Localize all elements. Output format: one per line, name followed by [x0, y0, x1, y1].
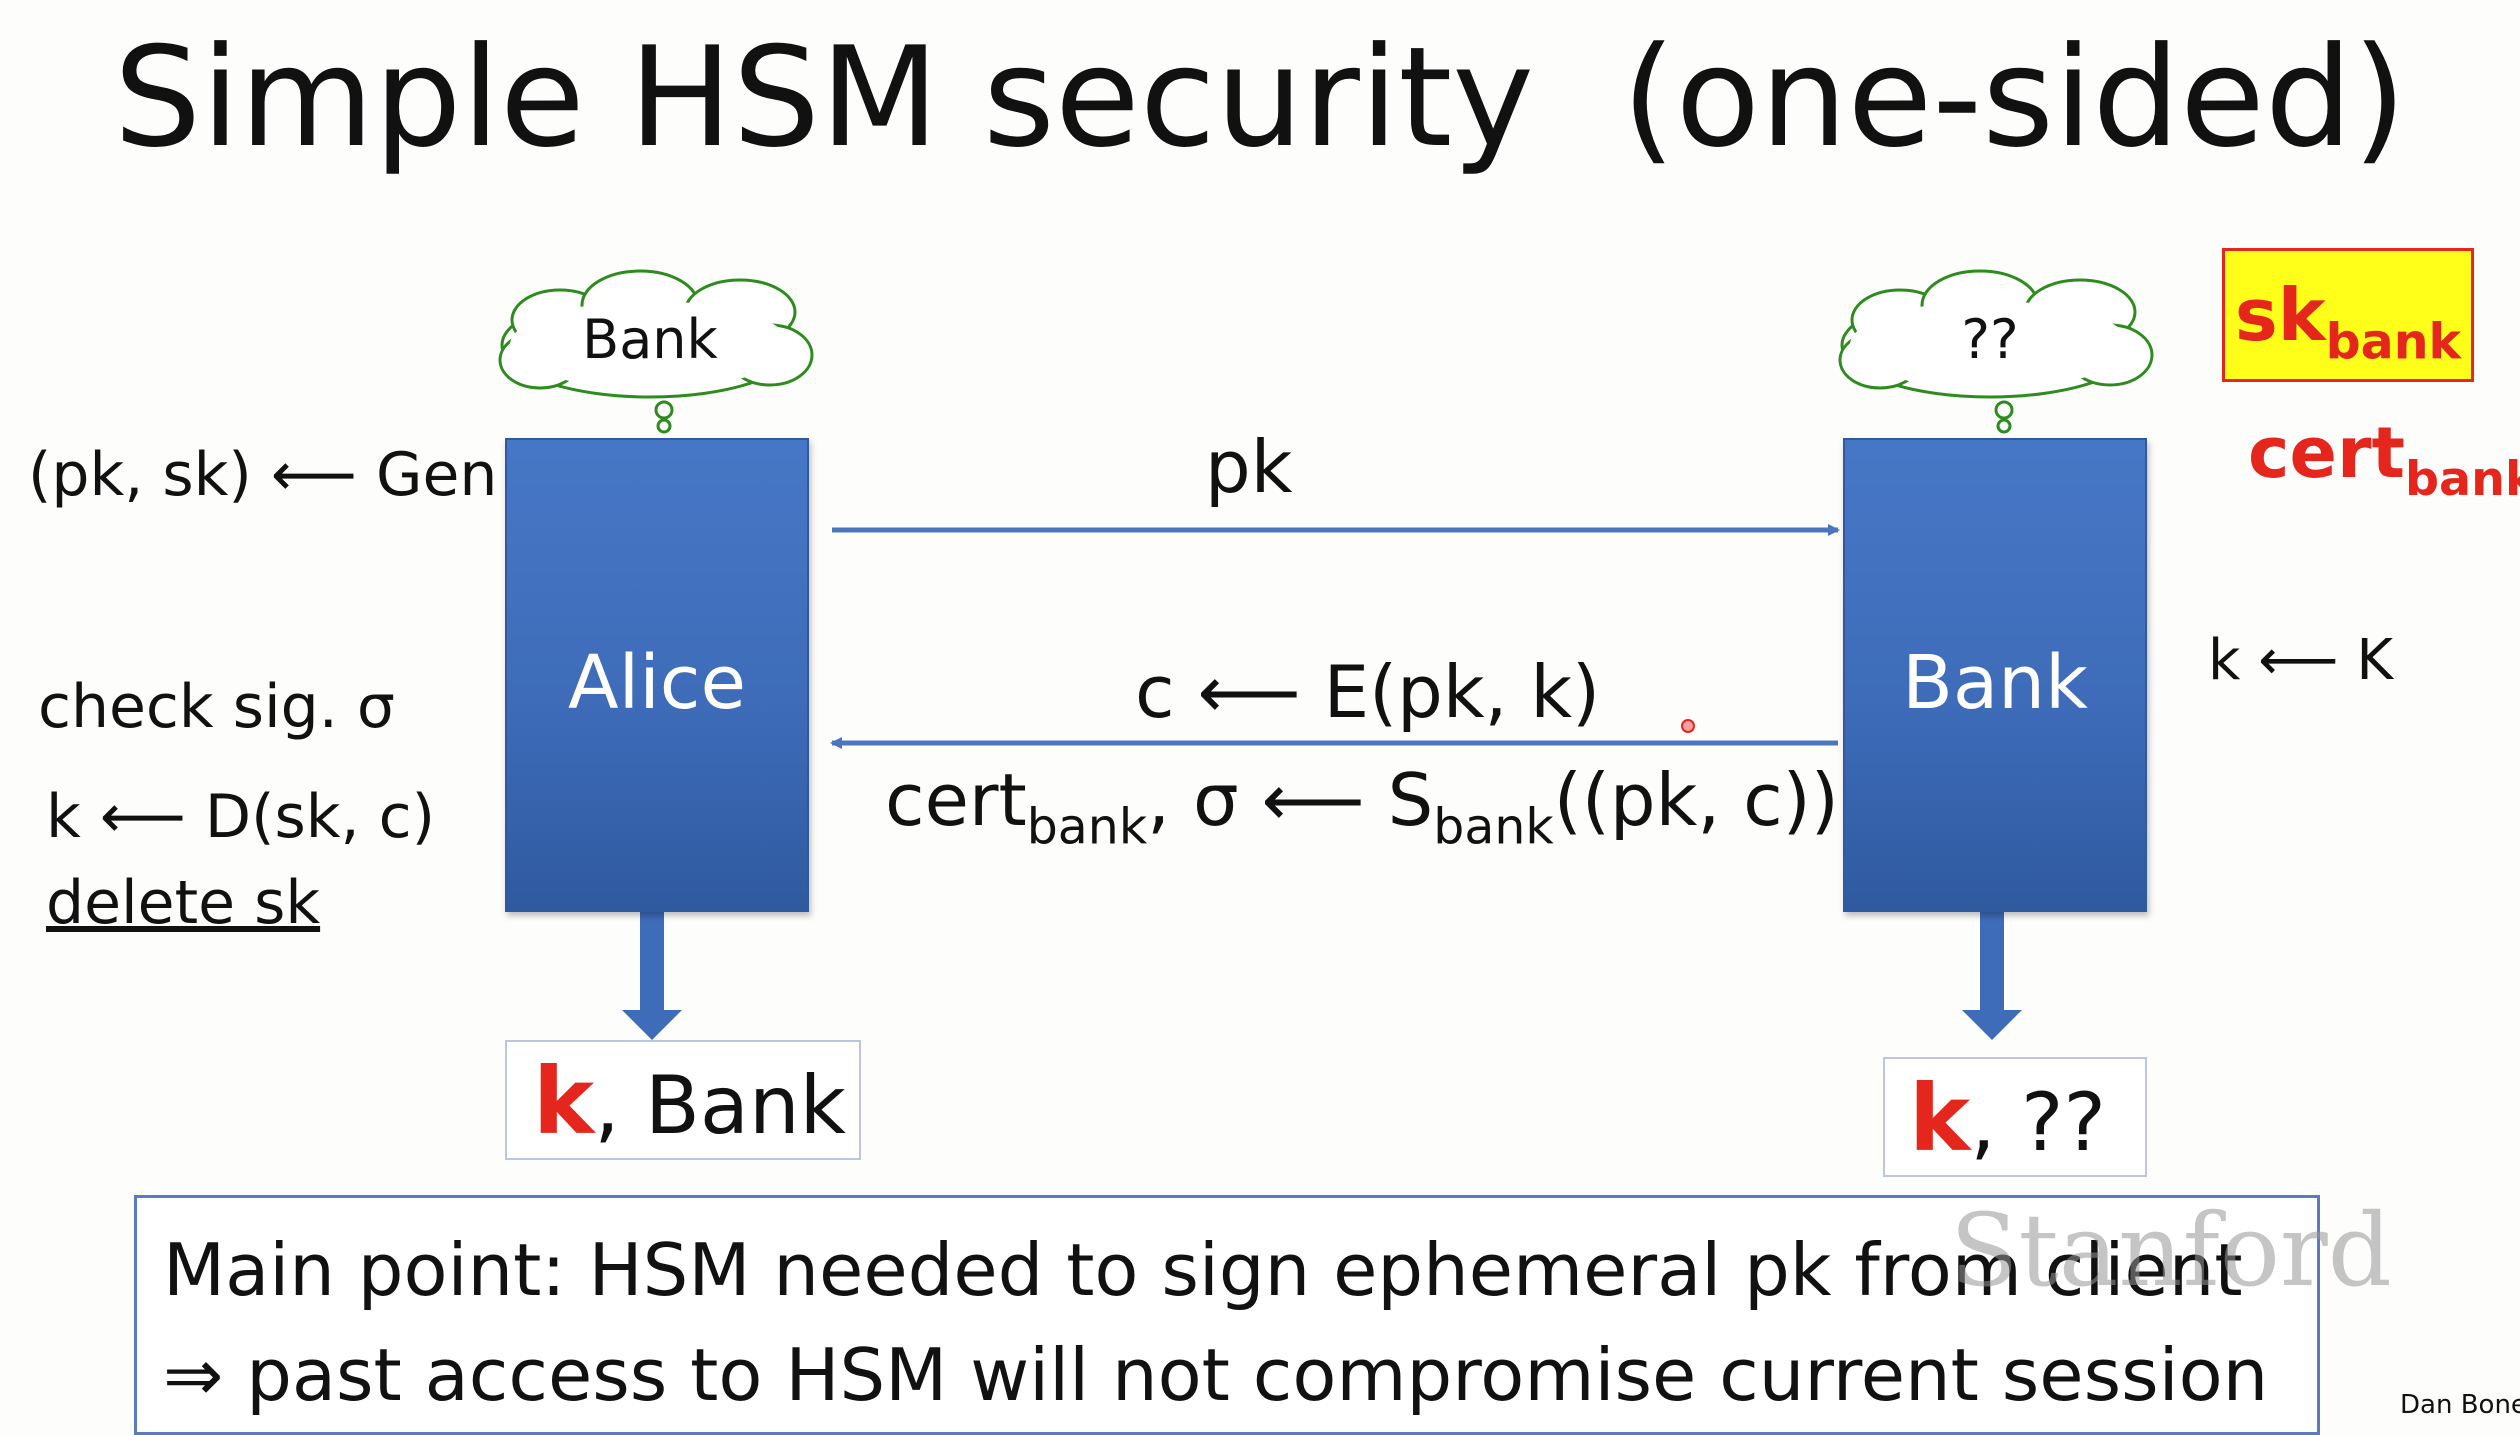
alice-label: Alice: [568, 640, 746, 726]
author-credit: Dan Bone: [2400, 1390, 2520, 1420]
bank-box: Bank: [1843, 438, 2147, 912]
alice-output-box: k, Bank: [505, 1040, 861, 1160]
slide-title: Simple HSM security (one-sided): [113, 17, 2407, 178]
main-point-line-1: Main point: HSM needed to sign ephemeral…: [163, 1228, 2243, 1312]
alice-gen-step: (pk, sk) ⟵ Gen: [28, 440, 498, 510]
main-point-note: Main point: HSM needed to sign ephemeral…: [134, 1195, 2320, 1435]
alice-thought-cloud: [498, 269, 814, 434]
alice-decrypt-step: k ⟵ D(sk, c): [46, 782, 436, 852]
cert-bank-label: certbank: [2248, 412, 2520, 508]
alice-delete-sk-step: delete sk: [46, 868, 321, 938]
pointer-dot: [1681, 719, 1695, 733]
bank-thought-cloud: [1838, 269, 2154, 434]
alice-cloud-label: Bank: [582, 308, 718, 371]
bank-output-arrow: [1962, 910, 2022, 1040]
pk-message: pk: [1205, 425, 1293, 509]
alice-output-arrow: [622, 910, 682, 1040]
bank-label: Bank: [1902, 640, 2088, 726]
main-point-line-2: ⇒ past access to HSM will not compromise…: [163, 1333, 2269, 1417]
bank-choose-k-step: k ⟵ K: [2208, 628, 2394, 693]
stanford-watermark: Stanford: [1950, 1192, 2392, 1309]
alice-check-sig-step: check sig. σ: [38, 672, 395, 742]
alice-box: Alice: [505, 438, 809, 912]
bank-output-box: k, ??: [1883, 1057, 2147, 1177]
bank-cloud-label: ??: [1961, 308, 2019, 371]
ciphertext-message: c ⟵ E(pk, k): [1135, 650, 1601, 734]
sk-bank-box: skbank: [2222, 248, 2474, 382]
signature-message: certbank, σ ⟵ Sbank((pk, c)): [885, 758, 1839, 856]
